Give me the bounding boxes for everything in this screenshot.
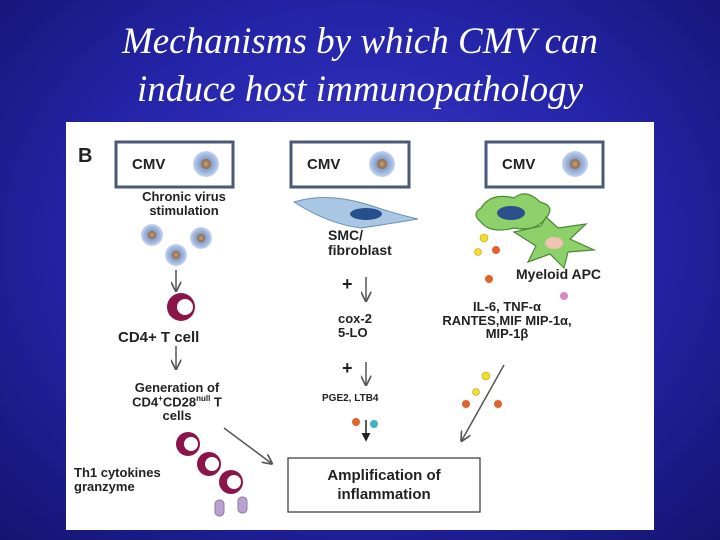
th1-cytokines-label: Th1 cytokines granzyme — [74, 465, 161, 494]
cmv-box-3 — [484, 140, 605, 189]
cox-5lo-label: cox-2 5-LO — [338, 311, 372, 340]
plus-sign-2: + — [342, 358, 353, 378]
cd4-t-cell-label: CD4+ T cell — [118, 329, 200, 346]
virus-cluster — [141, 224, 212, 266]
effector-t-cells — [176, 432, 243, 494]
panel-letter: B — [78, 145, 93, 167]
myeloid-apc-icon — [475, 193, 597, 270]
cmv-label-3: CMV — [502, 156, 536, 173]
chronic-stim-label: Chronic virus stimulation — [142, 189, 226, 218]
title-line-2: induce host immunopathology — [136, 69, 583, 110]
mechanism-figure: + + B CMV — [66, 122, 654, 530]
title-line-1: Mechanisms by which CMV can — [121, 21, 599, 62]
cmv-label-1: CMV — [132, 156, 166, 173]
smc-fibroblast-label: SMC/ fibroblast — [328, 227, 392, 258]
generation-label: Generation of CD4+CD28null T cells — [132, 380, 222, 423]
granzyme-granules — [214, 496, 248, 517]
cytokines-label: IL-6, TNF-α RANTES,MIF MIP-1α, MIP-1β — [442, 299, 572, 342]
arrow-to-result-2 — [462, 364, 505, 440]
cd4-t-cell-icon — [167, 293, 195, 321]
cmv-label-2: CMV — [307, 156, 341, 173]
result-box — [287, 457, 481, 513]
cmv-box-2 — [289, 140, 411, 189]
amplification-label: Amplification of inflammation — [327, 467, 441, 503]
figure-graphics: + + — [114, 140, 605, 517]
arrow-to-result-1 — [223, 427, 271, 463]
myeloid-apc-label: Myeloid APC — [516, 266, 602, 282]
mediator-dots — [352, 418, 378, 428]
smc-fibroblast-icon — [292, 196, 419, 229]
cmv-box-1 — [114, 140, 235, 189]
cytokine-dots — [462, 233, 568, 408]
slide-title: Mechanisms by which CMV can induce host … — [0, 18, 720, 114]
plus-sign-1: + — [342, 274, 353, 294]
pge-ltb4-label: PGE2, LTB4 — [322, 393, 379, 404]
